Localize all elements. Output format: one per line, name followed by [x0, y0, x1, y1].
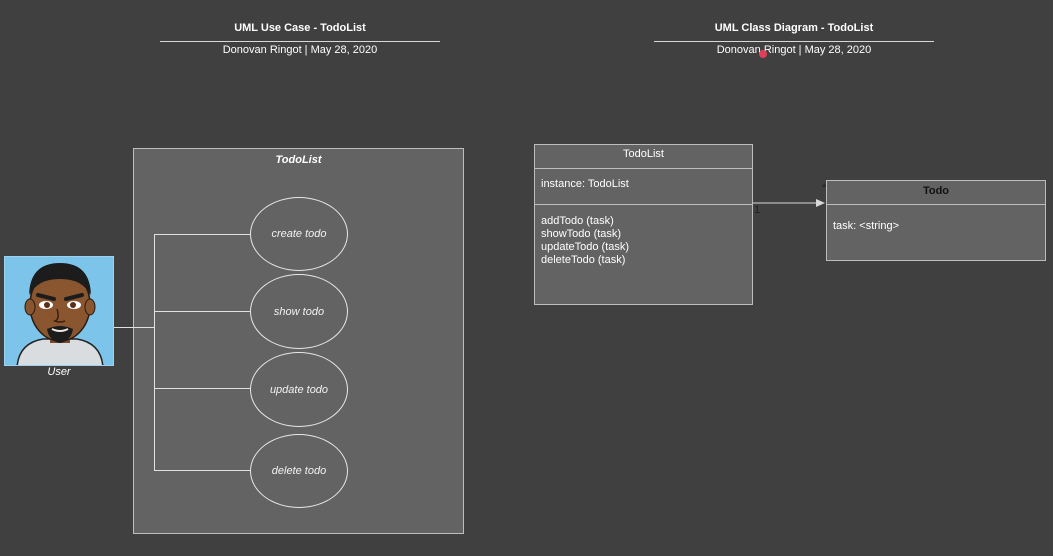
- actor-avatar[interactable]: [4, 256, 114, 366]
- association-arrow[interactable]: [753, 196, 827, 210]
- avatar-face-icon: [16, 263, 104, 365]
- class-todolist-separator: [535, 168, 752, 169]
- class-diagram-subtitle: Donovan Ringot | May 28, 2020: [716, 44, 872, 56]
- actor-label: User: [47, 366, 71, 378]
- class-todolist-method: updateTodo (task): [541, 241, 630, 253]
- usecase-delete-todo[interactable]: delete todo: [250, 434, 348, 508]
- usecase-title-rule: [160, 41, 440, 42]
- association-target-multiplicity: *: [822, 182, 827, 194]
- usecase-update-todo[interactable]: update todo: [250, 352, 348, 427]
- class-todolist-attribute: instance: TodoList: [541, 178, 629, 190]
- class-todo-separator: [827, 204, 1045, 205]
- connector-delete: [154, 470, 250, 471]
- class-todo-attribute: task: <string>: [833, 220, 900, 232]
- class-todolist-method: addTodo (task): [541, 215, 614, 227]
- class-title-rule: [654, 41, 934, 42]
- class-todolist-method: deleteTodo (task): [541, 254, 626, 266]
- class-todolist-method: showTodo (task): [541, 228, 622, 240]
- class-diagram-title: UML Class Diagram - TodoList: [714, 22, 874, 34]
- actor-connector: [114, 327, 154, 328]
- usecase-diagram-subtitle: Donovan Ringot | May 28, 2020: [222, 44, 378, 56]
- class-todolist-name: TodoList: [623, 148, 664, 160]
- usecase-create-todo[interactable]: create todo: [250, 197, 348, 271]
- class-todolist[interactable]: TodoList instance: TodoList addTodo (tas…: [534, 144, 753, 305]
- class-todo[interactable]: Todo task: <string>: [826, 180, 1046, 261]
- association-source-multiplicity: 1: [754, 204, 761, 216]
- usecase-diagram-title: UML Use Case - TodoList: [234, 22, 366, 34]
- connector-show: [154, 311, 250, 312]
- usecase-show-todo[interactable]: show todo: [250, 274, 348, 349]
- system-name: TodoList: [275, 154, 322, 166]
- cursor-dot: [759, 50, 767, 58]
- connector-update: [154, 388, 250, 389]
- connector-create: [154, 234, 250, 235]
- connector-trunk: [154, 234, 155, 471]
- class-todolist-methods: addTodo (task) showTodo (task) updateTod…: [535, 205, 752, 267]
- class-todolist-separator: [535, 204, 752, 205]
- class-todo-name: Todo: [922, 185, 950, 197]
